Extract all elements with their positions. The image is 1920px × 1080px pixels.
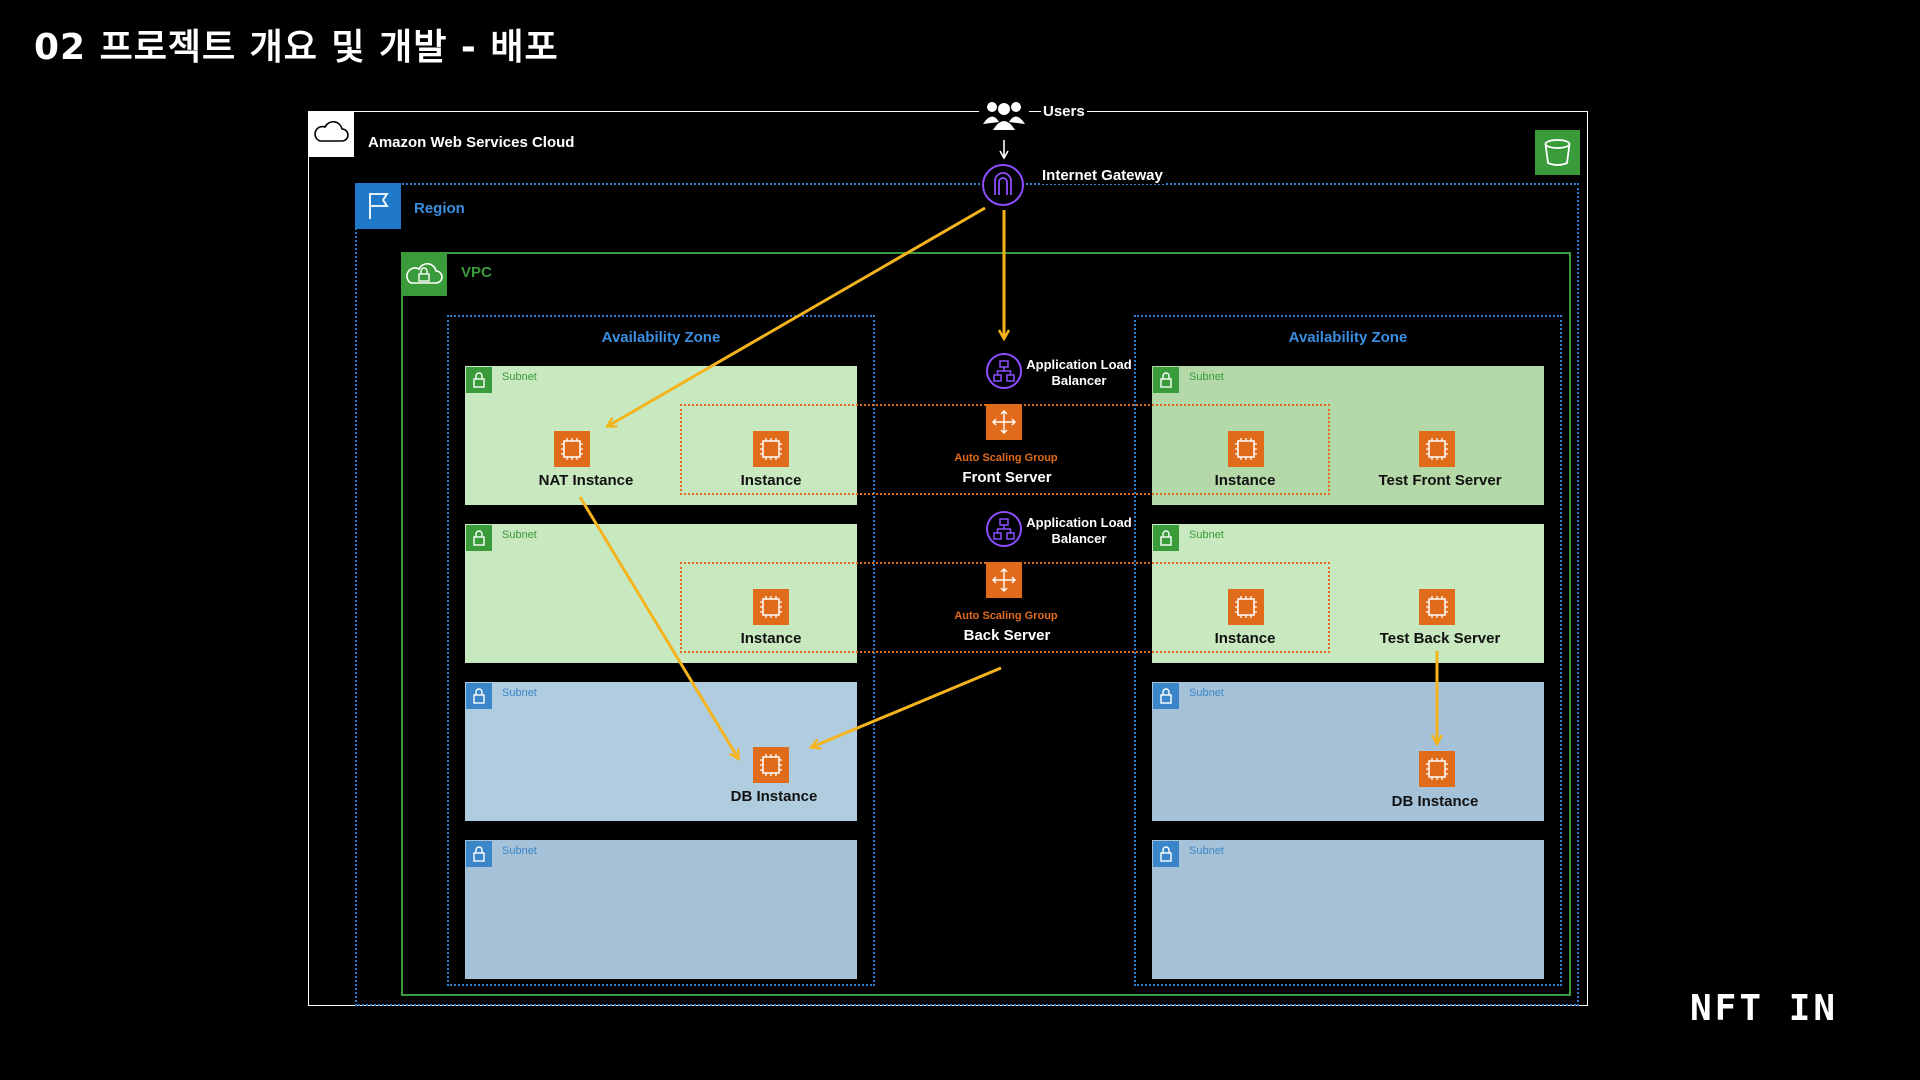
test-front-server-label: Test Front Server xyxy=(1378,472,1502,489)
nat-instance-label: NAT Instance xyxy=(538,472,634,489)
auto-scaling-icon xyxy=(986,562,1022,598)
arrow-back-to-db xyxy=(812,666,1002,747)
s3-bucket-icon xyxy=(1535,130,1580,175)
users-label: Users xyxy=(1041,103,1087,120)
subnet-label: Subnet xyxy=(1189,529,1224,541)
asg-front-caption: Auto Scaling Group xyxy=(954,452,1058,464)
subnet-label: Subnet xyxy=(502,371,537,383)
asg-back-caption: Auto Scaling Group xyxy=(954,610,1058,622)
subnet-left-1 xyxy=(465,366,857,505)
subnet-lock-icon xyxy=(1153,525,1179,551)
front-instance-right-label: Instance xyxy=(1214,472,1276,489)
subnet-lock-icon xyxy=(466,525,492,551)
internet-gateway-label: Internet Gateway xyxy=(1040,167,1165,184)
subnet-right-2 xyxy=(1152,524,1544,663)
test-back-server-label: Test Back Server xyxy=(1379,630,1501,647)
subnet-left-2 xyxy=(465,524,857,663)
availability-zone-right-label: Availability Zone xyxy=(1288,329,1408,346)
db-instance-right-label: DB Instance xyxy=(1391,793,1479,810)
subnet-lock-icon xyxy=(1153,841,1179,867)
subnet-label: Subnet xyxy=(502,687,537,699)
arrow-igw-to-nat xyxy=(608,206,986,426)
alb-back-label: Application Load Balancer xyxy=(1024,515,1134,547)
load-balancer-icon xyxy=(985,352,1023,390)
subnet-lock-icon xyxy=(466,683,492,709)
alb-front-label: Application Load Balancer xyxy=(1024,357,1134,389)
asg-front-name: Front Server xyxy=(962,469,1052,486)
region-container xyxy=(355,183,1579,1006)
subnet-label: Subnet xyxy=(1189,845,1224,857)
subnet-lock-icon xyxy=(1153,683,1179,709)
asg-back-name: Back Server xyxy=(963,627,1051,644)
db-instance-left-label: DB Instance xyxy=(730,788,818,805)
vpc-label: VPC xyxy=(461,264,492,281)
alb-front-label-line2: Balancer xyxy=(1051,373,1107,388)
ec2-chip-icon xyxy=(753,589,789,625)
subnet-label: Subnet xyxy=(502,529,537,541)
availability-zone-left xyxy=(447,315,875,986)
ec2-chip-icon xyxy=(753,431,789,467)
alb-back-label-line1: Application Load xyxy=(1026,515,1132,530)
ec2-chip-icon xyxy=(1228,589,1264,625)
subnet-label: Subnet xyxy=(1189,687,1224,699)
subnet-left-3 xyxy=(465,682,857,821)
region-label: Region xyxy=(414,200,465,217)
ec2-chip-icon xyxy=(1228,431,1264,467)
alb-back-label-line2: Balancer xyxy=(1051,531,1107,546)
subnet-label: Subnet xyxy=(1189,371,1224,383)
ec2-chip-icon xyxy=(1419,431,1455,467)
back-instance-left-label: Instance xyxy=(740,630,802,647)
vpc-container xyxy=(401,252,1571,996)
availability-zone-left-label: Availability Zone xyxy=(601,329,721,346)
ec2-chip-icon xyxy=(1419,751,1455,787)
load-balancer-icon xyxy=(985,510,1023,548)
slide-title: 02 프로젝트 개요 및 개발 - 배포 xyxy=(34,27,559,68)
availability-zone-right xyxy=(1134,315,1562,986)
subnet-right-4 xyxy=(1152,840,1544,979)
users-icon xyxy=(979,96,1029,136)
brand-logo: NFT IN xyxy=(1690,988,1839,1029)
aws-cloud-label: Amazon Web Services Cloud xyxy=(368,134,575,151)
back-instance-right-label: Instance xyxy=(1214,630,1276,647)
subnet-left-4 xyxy=(465,840,857,979)
vpc-cloud-lock-icon xyxy=(401,252,447,296)
auto-scaling-icon xyxy=(986,404,1022,440)
flag-icon xyxy=(355,183,401,229)
ec2-chip-icon xyxy=(1419,589,1455,625)
subnet-lock-icon xyxy=(1153,367,1179,393)
front-instance-left-label: Instance xyxy=(740,472,802,489)
ec2-chip-icon xyxy=(753,747,789,783)
ec2-chip-icon xyxy=(554,431,590,467)
subnet-lock-icon xyxy=(466,367,492,393)
subnet-right-1 xyxy=(1152,366,1544,505)
alb-front-label-line1: Application Load xyxy=(1026,357,1132,372)
internet-gateway-icon xyxy=(981,163,1025,207)
subnet-right-3 xyxy=(1152,682,1544,821)
subnet-label: Subnet xyxy=(502,845,537,857)
arrow-nat-to-db xyxy=(578,496,738,758)
subnet-lock-icon xyxy=(466,841,492,867)
cloud-icon xyxy=(308,111,354,157)
